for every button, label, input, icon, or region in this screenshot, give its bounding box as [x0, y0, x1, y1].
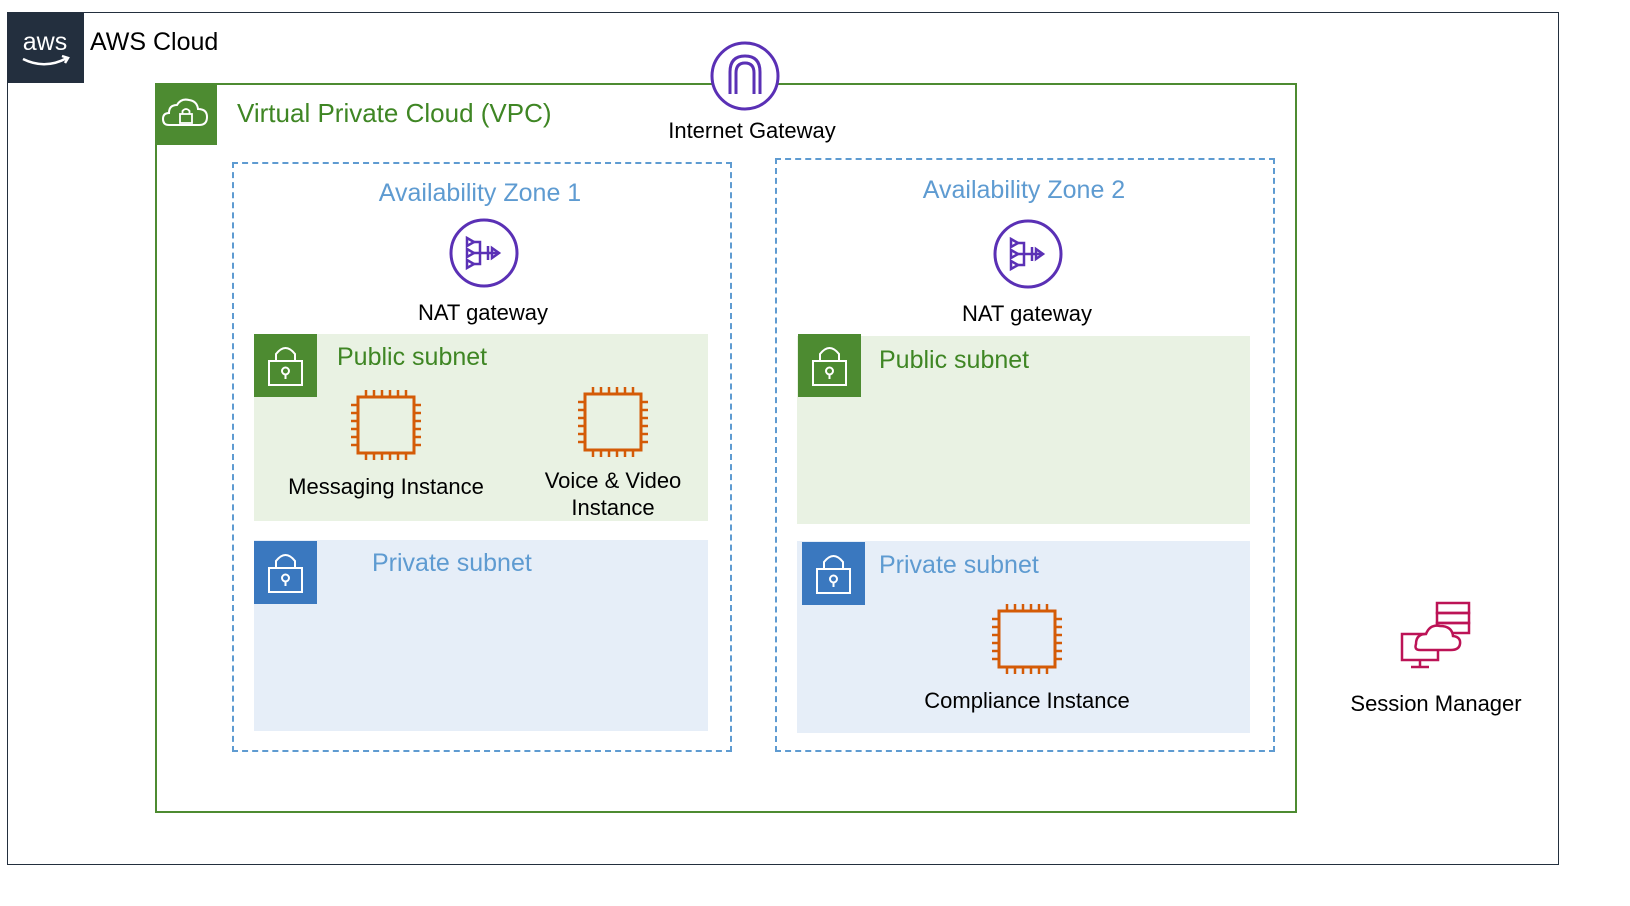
- nat-gateway-icon: [993, 219, 1063, 289]
- internet-gateway-icon: [710, 41, 780, 111]
- public-subnet-2: [797, 336, 1250, 524]
- vpc-label: Virtual Private Cloud (VPC): [237, 98, 552, 128]
- ec2-instance-icon: [992, 604, 1062, 674]
- nat-gateway-2-label: NAT gateway: [961, 301, 1093, 326]
- lock-icon: [268, 554, 303, 593]
- ec2-instance-icon: [351, 390, 421, 460]
- public-subnet-2-label: Public subnet: [879, 346, 1030, 374]
- private-subnet-2-label: Private subnet: [879, 551, 1039, 579]
- private-subnet-2: [797, 541, 1250, 733]
- private-subnet-1: [254, 540, 708, 731]
- vpc-icon-box: [155, 83, 217, 145]
- vpc-cloud-lock-icon: [161, 98, 209, 126]
- voice-video-instance-label-line2: Instance: [571, 495, 655, 520]
- public-subnet-2-lock-box: [798, 334, 861, 397]
- lock-icon: [268, 347, 303, 386]
- private-subnet-1-lock-box: [254, 541, 317, 604]
- compliance-instance-label: Compliance Instance: [924, 688, 1130, 713]
- availability-zone-1: [232, 162, 732, 752]
- lock-icon: [812, 347, 847, 386]
- nat-gateway-1-label: NAT gateway: [417, 300, 549, 325]
- aws-cloud-group: [7, 12, 1559, 865]
- aws-logo-icon: aws: [22, 28, 70, 66]
- messaging-instance-label: Messaging Instance: [288, 474, 484, 499]
- aws-logo: aws: [7, 12, 84, 83]
- public-subnet-1: [254, 334, 708, 521]
- availability-zone-2: [775, 158, 1275, 752]
- aws-logo-text: aws: [23, 28, 67, 56]
- aws-cloud-label: AWS Cloud: [90, 28, 219, 56]
- public-subnet-1-lock-box: [254, 334, 317, 397]
- session-manager-icon: [1400, 601, 1471, 669]
- private-subnet-1-label: Private subnet: [372, 549, 532, 577]
- internet-gateway-label: Internet Gateway: [668, 118, 836, 143]
- session-manager-label: Session Manager: [1350, 691, 1522, 716]
- az1-label: Availability Zone 1: [378, 179, 582, 207]
- voice-video-instance-label-line1: Voice & Video: [544, 468, 682, 493]
- az2-label: Availability Zone 2: [922, 176, 1126, 204]
- lock-icon: [816, 555, 851, 594]
- nat-gateway-icon: [449, 218, 519, 288]
- ec2-instance-icon: [578, 387, 648, 457]
- public-subnet-1-label: Public subnet: [337, 343, 488, 371]
- private-subnet-2-lock-box: [802, 542, 865, 605]
